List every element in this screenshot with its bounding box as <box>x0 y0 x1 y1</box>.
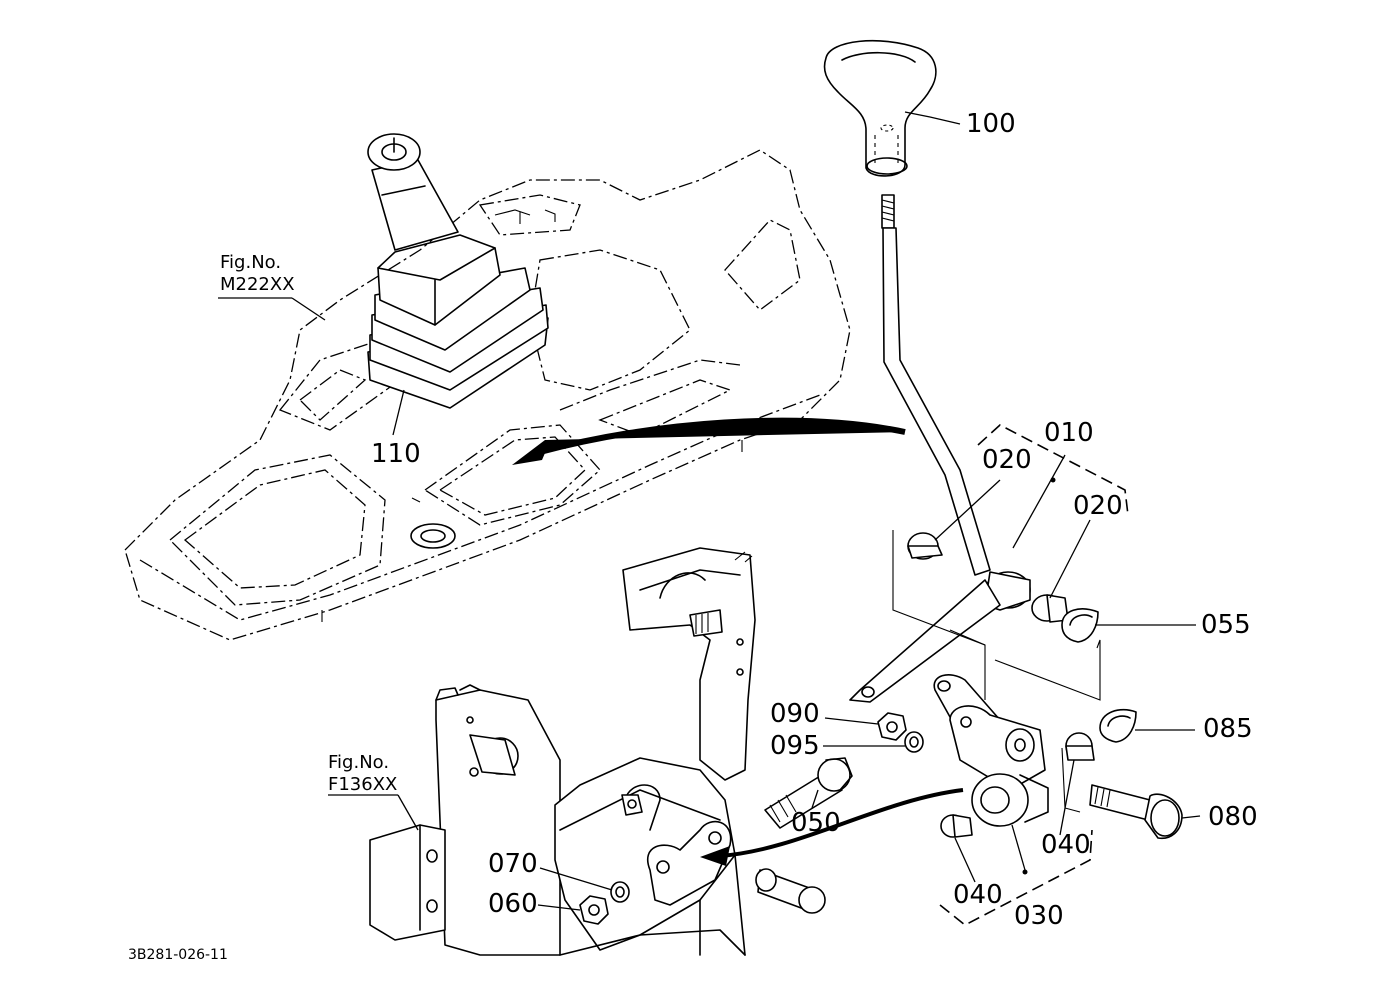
figure-ref-f136: Fig.No. F136XX <box>328 752 397 796</box>
drawing-code: 3B281-026-11 <box>128 947 228 963</box>
callout-050: 050 <box>791 808 841 838</box>
callout-060: 060 <box>488 889 538 919</box>
callout-055: 055 <box>1201 610 1251 640</box>
bushings-upper <box>907 532 1137 761</box>
callout-040-b: 040 <box>953 880 1003 910</box>
shift-lever <box>823 39 1031 703</box>
callout-100: 100 <box>966 109 1016 139</box>
callout-085: 085 <box>1203 714 1253 744</box>
bolt-050 <box>764 757 853 829</box>
nut-washer-060-070 <box>579 881 630 925</box>
callout-095: 095 <box>770 731 820 761</box>
lever-bracket <box>933 674 1049 838</box>
callout-010: 010 <box>1044 418 1094 448</box>
callout-020-a: 020 <box>982 445 1032 475</box>
figure-ref-label: Fig.No. <box>220 252 282 273</box>
callout-070: 070 <box>488 849 538 879</box>
callout-080: 080 <box>1208 802 1258 832</box>
figure-ref-label: Fig.No. <box>328 752 390 773</box>
bracket-assembly <box>369 547 826 956</box>
kit-boundaries <box>892 424 1129 926</box>
shift-boot <box>367 133 549 409</box>
console-panel <box>124 149 851 641</box>
leader-lines <box>218 111 1201 911</box>
callout-030: 030 <box>1014 901 1064 931</box>
bolt-080 <box>1089 784 1183 840</box>
callout-040-a: 040 <box>1041 830 1091 860</box>
figure-ref-m222: Fig.No. M222XX <box>220 252 295 296</box>
callout-090: 090 <box>770 699 820 729</box>
figure-ref-number: F136XX <box>328 774 398 795</box>
figure-ref-number: M222XX <box>220 274 295 295</box>
assembly-arrows <box>512 417 964 866</box>
callout-110: 110 <box>371 439 421 469</box>
callout-020-b: 020 <box>1073 491 1123 521</box>
nut-washer-090-095 <box>877 712 924 753</box>
